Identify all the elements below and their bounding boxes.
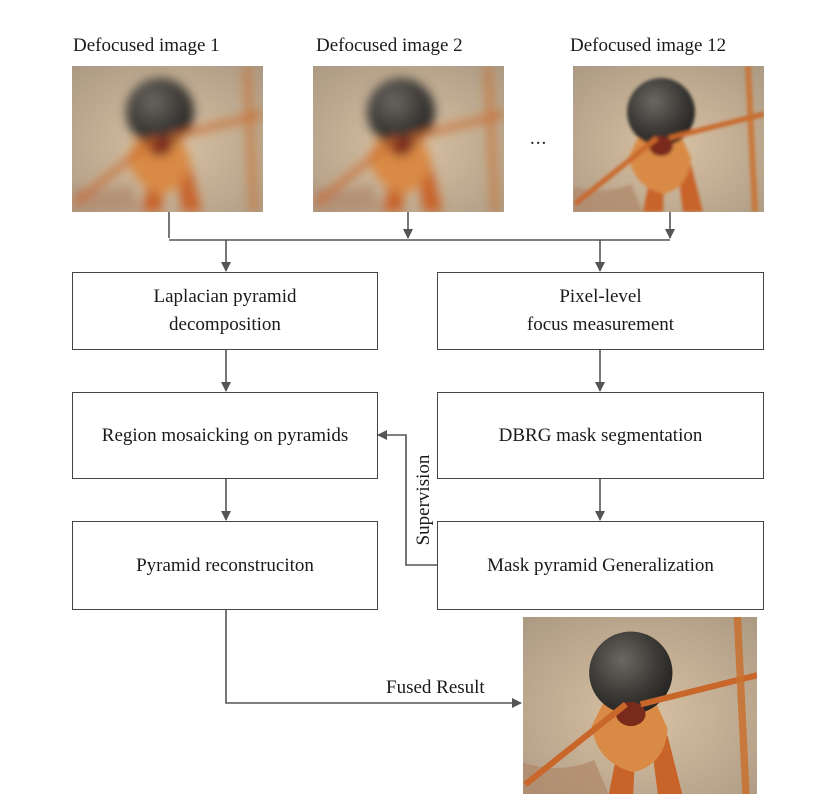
laplacian-line-2: decomposition (169, 314, 281, 335)
defocused-image-1 (72, 66, 263, 212)
dbrg-segmentation-box: DBRG mask segmentation (437, 392, 764, 479)
dbrg-segmentation-label: DBRG mask segmentation (498, 424, 703, 446)
focus-line-2: focus measurement (526, 314, 675, 335)
ellipsis: ... (530, 128, 548, 149)
laplacian-line-1: Laplacian pyramid (153, 286, 297, 307)
mask-pyramid-box: Mask pyramid Generalization (437, 521, 764, 610)
region-mosaicking-label: Region mosaicking on pyramids (101, 424, 349, 446)
pyramid-reconstruction-box: Pyramid reconstruciton (72, 521, 378, 610)
focus-line-1: Pixel-level (559, 286, 642, 307)
defocused-image-12 (573, 66, 764, 212)
region-mosaicking-box: Region mosaicking on pyramids (72, 392, 378, 479)
arrow-to-fused-result (225, 610, 522, 708)
supervision-arrow (377, 430, 438, 566)
fused-result-image (523, 617, 757, 794)
pyramid-reconstruction-label: Pyramid reconstruciton (136, 554, 314, 576)
laplacian-decomposition-box: Laplacian pyramid decomposition (72, 272, 378, 350)
mask-pyramid-label: Mask pyramid Generalization (487, 554, 714, 576)
input-label-12: Defocused image 12 (570, 35, 727, 56)
focus-measurement-box: Pixel-level focus measurement (437, 272, 764, 350)
supervision-label: Supervision (413, 454, 434, 546)
fused-result-label: Fused Result (386, 677, 485, 698)
defocused-image-2 (313, 66, 504, 212)
input-label-1: Defocused image 1 (73, 35, 220, 56)
input-label-2: Defocused image 2 (316, 35, 463, 56)
